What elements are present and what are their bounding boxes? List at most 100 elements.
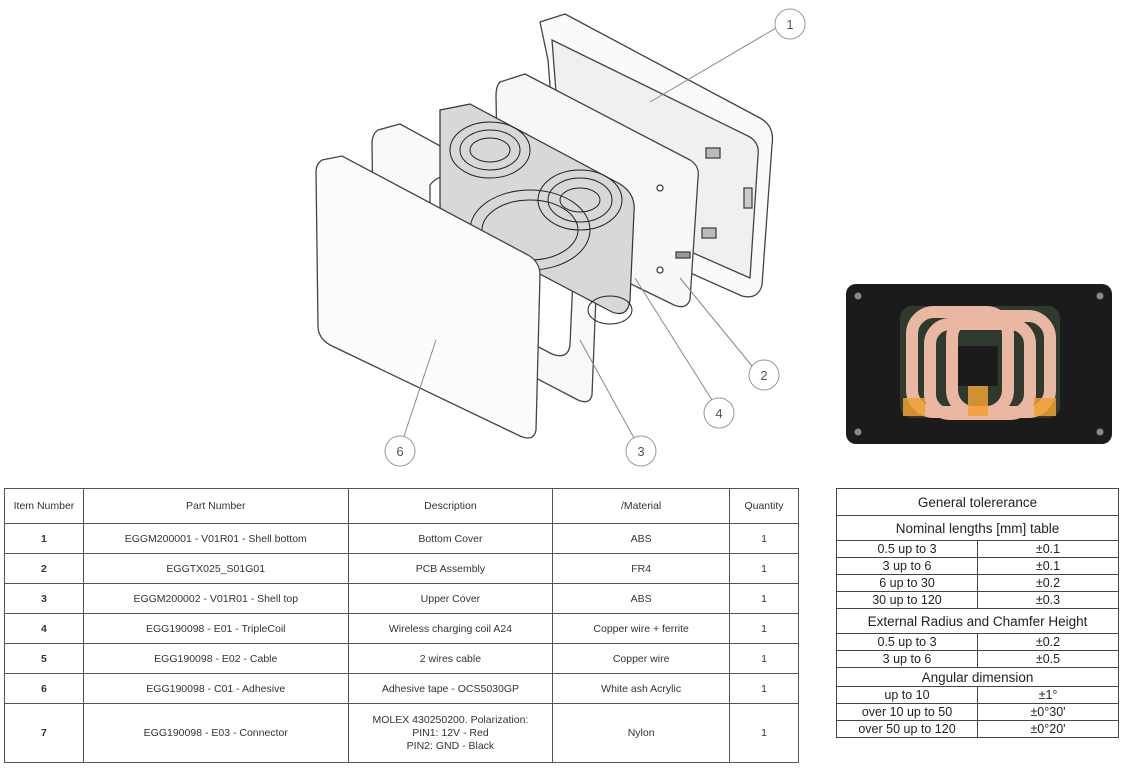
tolerance-cell: ±0.2 [977, 633, 1119, 651]
description: Bottom Cover [347, 523, 554, 554]
description: MOLEX 430250200. Polarization: PIN1: 12V… [347, 703, 554, 763]
material: ABS [552, 523, 730, 554]
table-row: 7 EGG190098 - E03 - Connector MOLEX 4302… [4, 703, 799, 763]
angular-section-title: Angular dimension [836, 667, 1119, 687]
svg-text:1: 1 [786, 17, 793, 32]
col-quantity: Quantity [729, 488, 799, 524]
tolerance-cell: ±0.1 [977, 557, 1119, 575]
part-number: EGG190098 - E01 - TripleCoil [82, 613, 349, 644]
material: Nylon [552, 703, 730, 763]
item-number: 2 [4, 553, 84, 584]
description: Upper Cover [347, 583, 554, 614]
part-number: EGGM200001 - V01R01 - Shell bottom [82, 523, 349, 554]
table-row: 0.5 up to 3 ±0.2 [836, 633, 1119, 651]
range-cell: 3 up to 6 [836, 557, 978, 575]
table-row: 3 up to 6 ±0.1 [836, 557, 1119, 575]
tolerance-cell: ±0.2 [977, 574, 1119, 592]
tolerance-title: General tolererance [836, 488, 1119, 516]
tolerance-cell: ±0.1 [977, 540, 1119, 558]
bom-header-row: Item Number Part Number Description /Mat… [4, 488, 799, 524]
nominal-section-title: Nominal lengths [mm] table [836, 515, 1119, 541]
description-line: PIN2: GND - Black [406, 739, 495, 752]
tolerance-cell: ±0°20' [977, 720, 1119, 738]
callout-2: 2 [679, 277, 780, 391]
table-row: 6 EGG190098 - C01 - Adhesive Adhesive ta… [4, 673, 799, 704]
table-row: 5 EGG190098 - E02 - Cable 2 wires cable … [4, 643, 799, 674]
range-cell: 3 up to 6 [836, 650, 978, 668]
svg-text:6: 6 [396, 444, 403, 459]
screw-icon [1096, 292, 1104, 300]
screw-icon [854, 292, 862, 300]
quantity: 1 [729, 703, 799, 763]
description: 2 wires cable [347, 643, 554, 674]
tolerance-cell: ±1° [977, 686, 1119, 704]
table-row: over 10 up to 50 ±0°30' [836, 703, 1119, 721]
radius-section-title: External Radius and Chamfer Height [836, 608, 1119, 634]
item-number: 4 [4, 613, 84, 644]
description-line: MOLEX 430250200. Polarization: [372, 713, 529, 726]
tolerance-cell: ±0.3 [977, 591, 1119, 609]
range-cell: 30 up to 120 [836, 591, 978, 609]
quantity: 1 [729, 673, 799, 704]
description: PCB Assembly [347, 553, 554, 584]
item-number: 5 [4, 643, 84, 674]
part-number: EGGM200002 - V01R01 - Shell top [82, 583, 349, 614]
material: Copper wire + ferrite [552, 613, 730, 644]
quantity: 1 [729, 553, 799, 584]
col-description: Description [347, 488, 554, 524]
description: Wireless charging coil A24 [347, 613, 554, 644]
description: Adhesive tape - OCS5030GP [347, 673, 554, 704]
table-row: 2 EGGTX025_S01G01 PCB Assembly FR4 1 [4, 553, 799, 584]
tolerance-cell: ±0°30' [977, 703, 1119, 721]
tolerance-cell: ±0.5 [977, 650, 1119, 668]
quantity: 1 [729, 583, 799, 614]
adhesive-part [315, 155, 541, 439]
range-cell: up to 10 [836, 686, 978, 704]
callout-1: 1 [649, 8, 806, 103]
svg-text:2: 2 [760, 368, 767, 383]
item-number: 6 [4, 673, 84, 704]
material: FR4 [552, 553, 730, 584]
col-material: /Material [552, 488, 730, 524]
quantity: 1 [729, 643, 799, 674]
svg-text:4: 4 [715, 406, 722, 421]
quantity: 1 [729, 523, 799, 554]
bill-of-materials-table: Item Number Part Number Description /Mat… [4, 488, 799, 763]
part-number: EGG190098 - E03 - Connector [82, 703, 349, 763]
table-row: 6 up to 30 ±0.2 [836, 574, 1119, 592]
material: ABS [552, 583, 730, 614]
part-number: EGG190098 - C01 - Adhesive [82, 673, 349, 704]
table-row: 4 EGG190098 - E01 - TripleCoil Wireless … [4, 613, 799, 644]
description-line: PIN1: 12V - Red [412, 726, 489, 739]
triple-coil-part [439, 103, 635, 325]
table-row: 0.5 up to 3 ±0.1 [836, 540, 1119, 558]
table-row: over 50 up to 120 ±0°20' [836, 720, 1119, 738]
table-row: up to 10 ±1° [836, 686, 1119, 704]
table-row: 1 EGGM200001 - V01R01 - Shell bottom Bot… [4, 523, 799, 554]
callout-6: 6 [384, 339, 437, 467]
col-part-number: Part Number [82, 488, 349, 524]
callout-3: 3 [579, 339, 657, 467]
item-number: 1 [4, 523, 84, 554]
general-tolerance-table: General tolererance Nominal lengths [mm]… [836, 488, 1119, 738]
screw-icon [1096, 428, 1104, 436]
screw-icon [854, 428, 862, 436]
table-row: 3 up to 6 ±0.5 [836, 650, 1119, 668]
quantity: 1 [729, 613, 799, 644]
range-cell: 6 up to 30 [836, 574, 978, 592]
item-number: 3 [4, 583, 84, 614]
part-number: EGG190098 - E02 - Cable [82, 643, 349, 674]
product-photo [846, 284, 1112, 444]
range-cell: over 10 up to 50 [836, 703, 978, 721]
material: White ash Acrylic [552, 673, 730, 704]
table-row: 30 up to 120 ±0.3 [836, 591, 1119, 609]
range-cell: over 50 up to 120 [836, 720, 978, 738]
range-cell: 0.5 up to 3 [836, 540, 978, 558]
callout-4: 4 [634, 277, 735, 429]
col-item-number: Item Number [4, 488, 84, 524]
part-number: EGGTX025_S01G01 [82, 553, 349, 584]
material: Copper wire [552, 643, 730, 674]
item-number: 7 [4, 703, 84, 763]
table-row: 3 EGGM200002 - V01R01 - Shell top Upper … [4, 583, 799, 614]
svg-text:3: 3 [637, 444, 644, 459]
